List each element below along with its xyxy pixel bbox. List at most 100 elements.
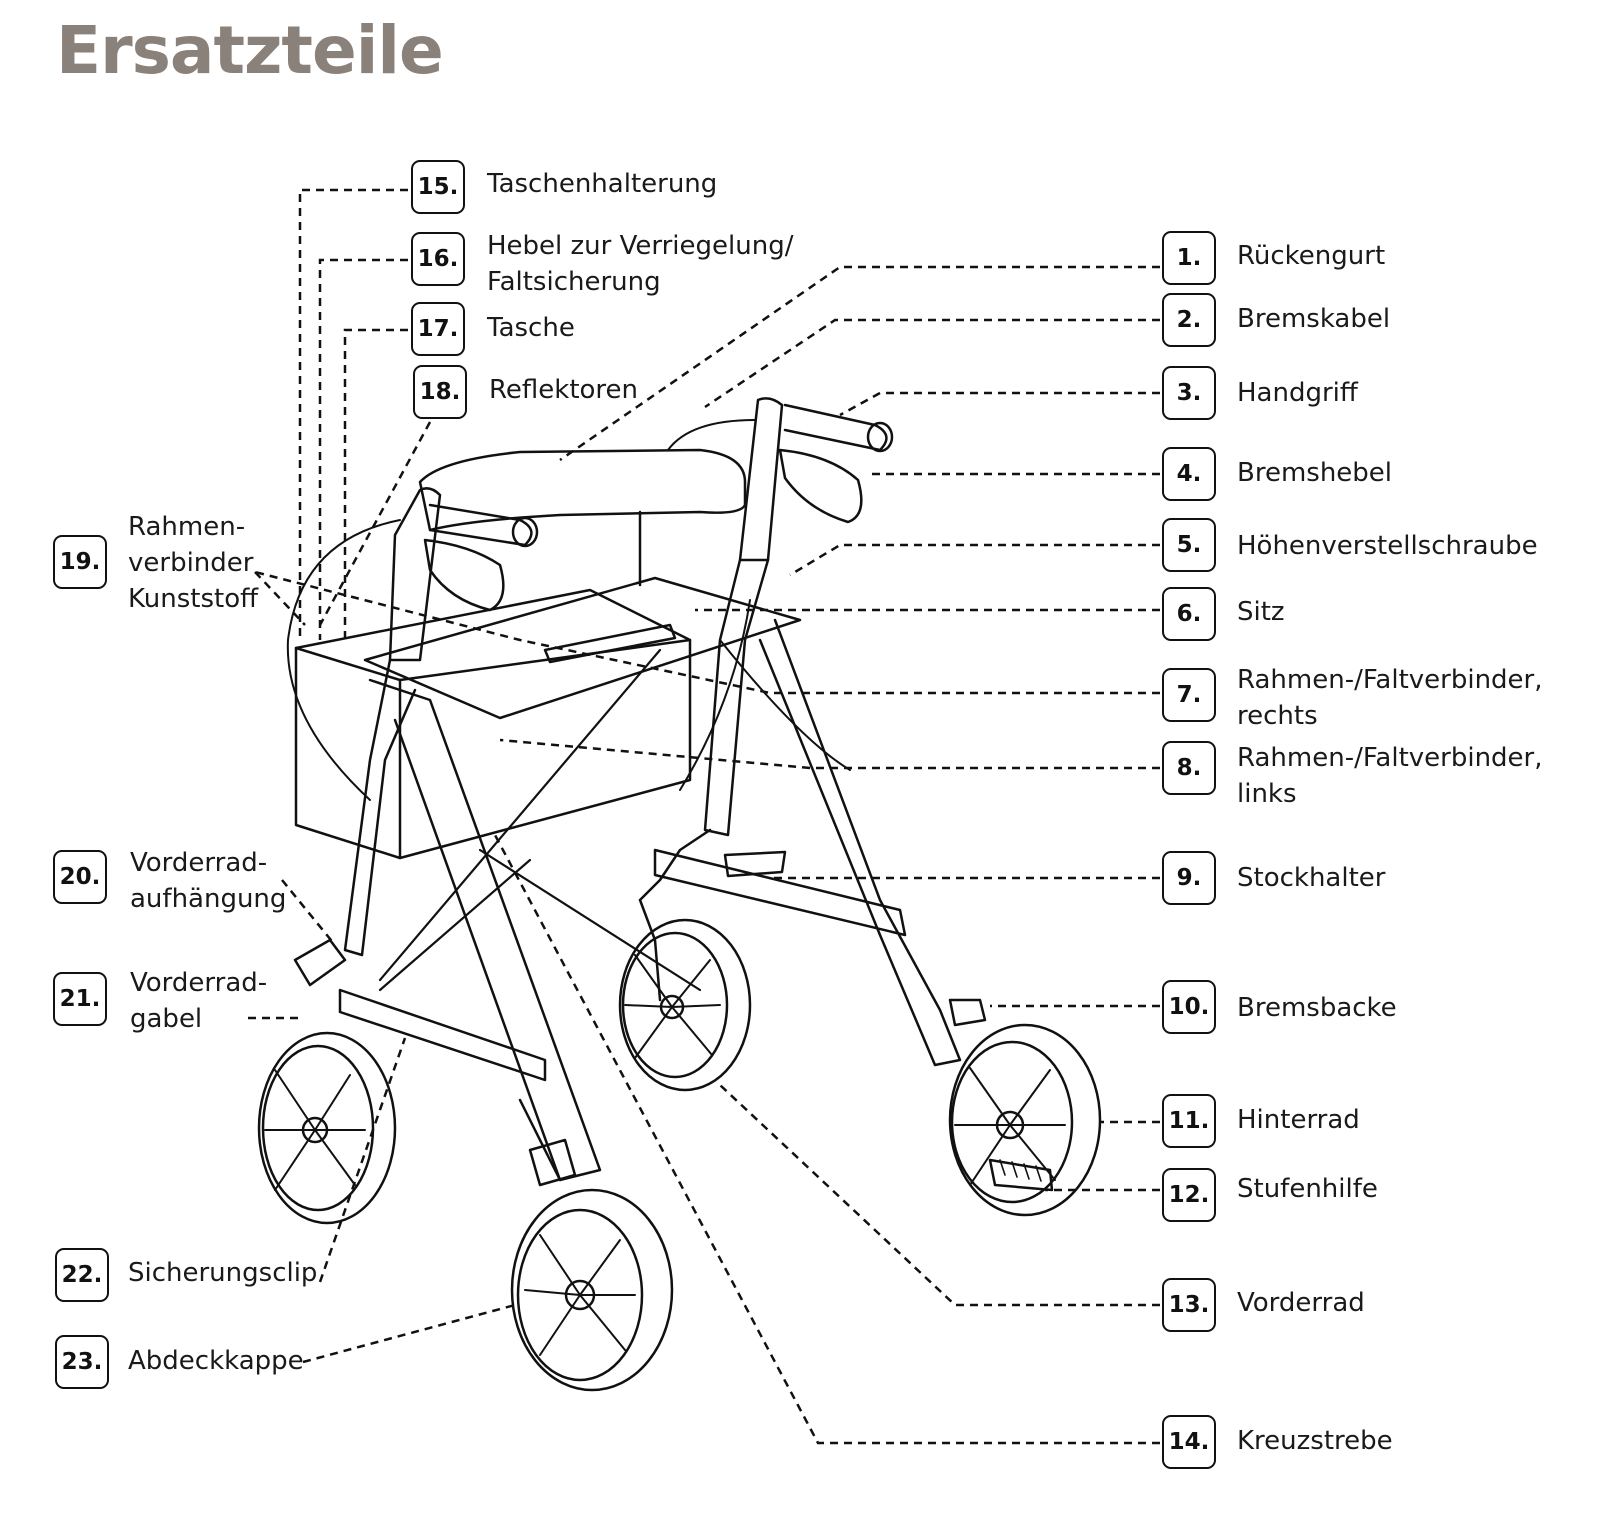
- leader-14: [493, 834, 1160, 1445]
- part-text: Tasche: [487, 313, 575, 343]
- leader-17: [343, 328, 408, 640]
- part-badge-2: 2.: [1162, 293, 1216, 347]
- part-label-8: Rahmen-/Faltverbinder, links: [1237, 740, 1543, 812]
- part-text: Sitz: [1237, 597, 1285, 627]
- leader-lines: [248, 188, 1160, 1445]
- rear-left-wheel: [257, 1031, 397, 1225]
- part-badge-14: 14.: [1162, 1415, 1216, 1469]
- part-badge-13: 13.: [1162, 1278, 1216, 1332]
- bag: [294, 588, 692, 860]
- part-text: Bremskabel: [1237, 304, 1391, 334]
- part-badge-5: 5.: [1162, 518, 1216, 572]
- seat: [363, 576, 802, 720]
- left-handle: [428, 503, 533, 547]
- part-text: Faltsicherung: [487, 267, 661, 297]
- part-badge-20: 20.: [53, 850, 107, 904]
- part-text: Bremsbacke: [1237, 993, 1397, 1023]
- rear-right-wheel: [948, 1023, 1102, 1217]
- part-text: Kunststoff: [128, 584, 259, 614]
- part-label-17: Tasche: [487, 310, 575, 346]
- part-badge-1: 1.: [1162, 231, 1216, 285]
- part-text: links: [1237, 779, 1297, 809]
- part-text: rechts: [1237, 701, 1318, 731]
- part-badge-10: 10.: [1162, 980, 1216, 1034]
- part-label-6: Sitz: [1237, 594, 1285, 630]
- leader-13: [719, 1084, 1160, 1307]
- part-text: aufhängung: [130, 884, 287, 914]
- part-badge-4: 4.: [1162, 447, 1216, 501]
- part-label-20: Vorderrad-aufhängung: [130, 845, 286, 917]
- part-text: Bremshebel: [1237, 458, 1393, 488]
- step-aid: [988, 1158, 1054, 1192]
- part-text: Taschenhalterung: [487, 169, 718, 199]
- part-label-13: Vorderrad: [1237, 1285, 1365, 1321]
- front-wheel: [510, 1188, 674, 1392]
- part-label-7: Rahmen-/Faltverbinder, rechts: [1237, 662, 1543, 734]
- part-text: Vorderrad-: [130, 848, 268, 878]
- left-upright: [388, 487, 442, 662]
- part-text: verbinder: [128, 548, 254, 578]
- stock-holder: [723, 850, 787, 878]
- part-label-9: Stockhalter: [1237, 860, 1385, 896]
- part-text: Rahmen-/Faltverbinder,: [1237, 743, 1543, 773]
- leader-15: [298, 188, 408, 640]
- part-text: Vorderrad-: [130, 968, 268, 998]
- leader-2: [704, 318, 1160, 409]
- leader-1: [559, 265, 1160, 462]
- backrest-belt: [418, 448, 747, 532]
- part-badge-15: 15.: [411, 160, 465, 214]
- leader-16: [318, 258, 408, 640]
- part-text: Vorderrad: [1237, 1288, 1365, 1318]
- part-label-2: Bremskabel: [1237, 301, 1390, 337]
- page-title: Ersatzteile: [56, 12, 444, 89]
- part-label-10: Bremsbacke: [1237, 990, 1397, 1026]
- brake-cable: [286, 419, 756, 801]
- mid-wheel: [618, 918, 752, 1092]
- part-badge-22: 22.: [55, 1248, 109, 1302]
- part-label-16: Hebel zur Verriegelung/Faltsicherung: [487, 228, 793, 300]
- rollator-drawing: [257, 397, 1102, 1392]
- part-text: Rahmen-: [128, 512, 246, 542]
- part-badge-23: 23.: [55, 1335, 109, 1389]
- part-label-14: Kreuzstrebe: [1237, 1423, 1393, 1459]
- part-badge-3: 3.: [1162, 366, 1216, 420]
- part-text: Stufenhilfe: [1237, 1174, 1378, 1204]
- part-text: Hebel zur Verriegelung/: [487, 231, 794, 261]
- part-text: Höhenverstellschraube: [1237, 531, 1538, 561]
- part-badge-21: 21.: [53, 972, 107, 1026]
- part-text: Rahmen-/Faltverbinder,: [1237, 665, 1543, 695]
- part-label-18: Reflektoren: [489, 372, 638, 408]
- part-text: Kreuzstrebe: [1237, 1426, 1393, 1456]
- part-label-5: Höhenverstellschraube: [1237, 528, 1538, 564]
- leader-23: [302, 1303, 516, 1364]
- brake-pad: [948, 998, 987, 1027]
- part-text: Rückengurt: [1237, 241, 1386, 271]
- part-text: gabel: [130, 1004, 203, 1034]
- part-text: Hinterrad: [1237, 1105, 1360, 1135]
- part-label-23: Abdeckkappe: [128, 1343, 304, 1379]
- part-label-15: Taschenhalterung: [487, 166, 717, 202]
- leader-8: [499, 738, 1160, 770]
- leader-22: [318, 1037, 407, 1283]
- part-badge-7: 7.: [1162, 668, 1216, 722]
- part-label-4: Bremshebel: [1237, 455, 1392, 491]
- right-upright: [738, 397, 784, 562]
- part-badge-16: 16.: [411, 232, 465, 286]
- part-badge-11: 11.: [1162, 1094, 1216, 1148]
- part-text: Handgriff: [1237, 378, 1358, 408]
- part-label-3: Handgriff: [1237, 375, 1358, 411]
- part-label-22: Sicherungsclip: [128, 1255, 317, 1291]
- part-text: Sicherungsclip: [128, 1258, 318, 1288]
- leader-19: [254, 571, 306, 626]
- leader-20: [281, 879, 336, 946]
- part-badge-6: 6.: [1162, 587, 1216, 641]
- part-text: Reflektoren: [489, 375, 639, 405]
- leader-5: [789, 543, 1160, 577]
- part-label-11: Hinterrad: [1237, 1102, 1360, 1138]
- leader-3: [839, 391, 1160, 417]
- leader-18: [318, 421, 432, 626]
- part-badge-9: 9.: [1162, 851, 1216, 905]
- part-label-21: Vorderrad-gabel: [130, 965, 267, 1037]
